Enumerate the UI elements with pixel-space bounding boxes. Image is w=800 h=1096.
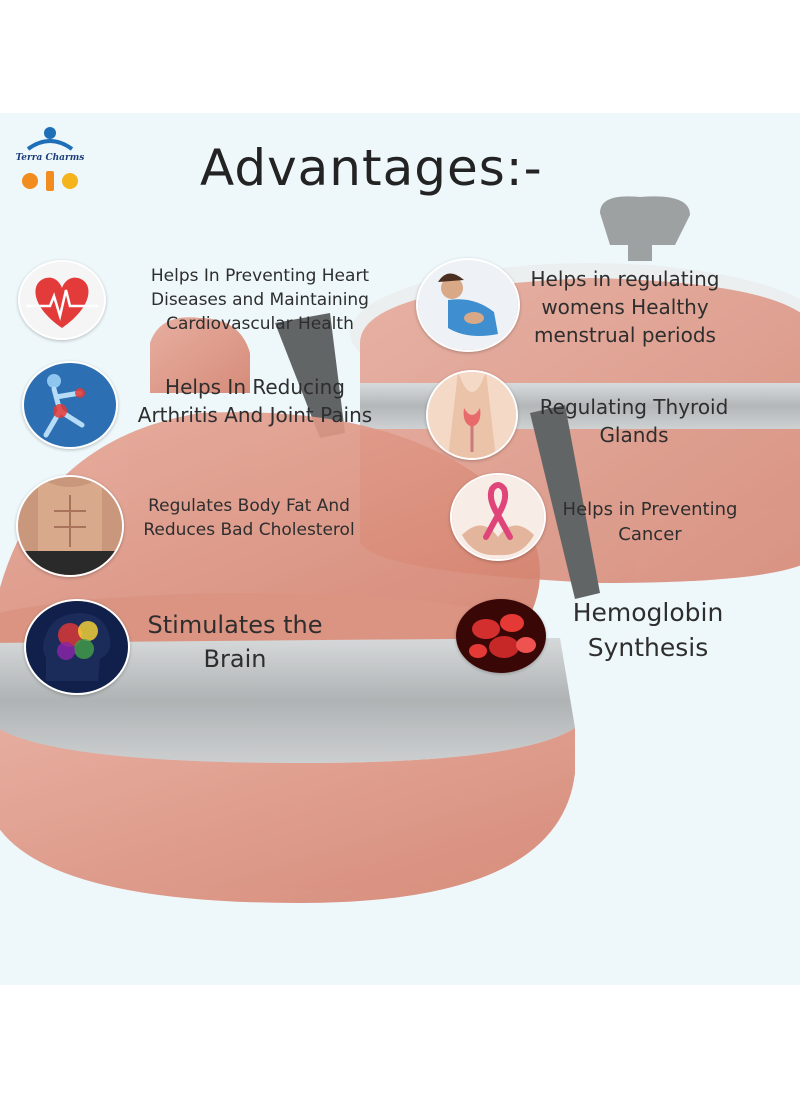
advantage-brain: Stimulates the Brain bbox=[140, 609, 330, 676]
brain-icon bbox=[24, 599, 130, 695]
advantage-hemoglobin: Hemoglobin Synthesis bbox=[558, 595, 738, 665]
advantage-thyroid-line1: Regulating Thyroid bbox=[539, 395, 729, 419]
advantage-cancer: Helps in Preventing Cancer bbox=[548, 497, 752, 547]
thyroid-icon bbox=[426, 370, 518, 460]
advantage-heart-line1: Helps In Preventing Heart bbox=[150, 266, 370, 286]
page-title: Advantages:- bbox=[200, 139, 543, 197]
clay-pots-background bbox=[0, 196, 800, 903]
advantage-heart-line3: Cardiovascular Health bbox=[166, 313, 354, 334]
advantage-heart: Helps In Preventing Heart Diseases and M… bbox=[120, 265, 400, 336]
cancer-ribbon-icon bbox=[450, 473, 546, 561]
abdomen-icon bbox=[16, 475, 124, 577]
advantage-heart-line2: Diseases and Maintaining bbox=[151, 289, 369, 310]
blood-cells-icon bbox=[456, 599, 546, 673]
logo-mark-icon bbox=[22, 127, 78, 191]
advantage-thyroid: Regulating Thyroid Glands bbox=[526, 393, 742, 449]
advantage-brain-line2: Brain bbox=[203, 644, 267, 673]
advantage-menstrual-line1: Helps in regulating bbox=[530, 267, 720, 291]
logo-text: Terra Charms bbox=[15, 153, 85, 163]
advantage-menstrual: Helps in regulating womens Healthy menst… bbox=[520, 265, 730, 349]
advantage-body-fat-line1: Regulates Body Fat And bbox=[148, 496, 350, 516]
advantage-joints: Helps In Reducing Arthritis And Joint Pa… bbox=[120, 373, 390, 429]
menstrual-pain-icon bbox=[416, 258, 520, 352]
advantage-thyroid-line2: Glands bbox=[599, 423, 669, 447]
advantage-menstrual-line3: menstrual periods bbox=[534, 323, 716, 347]
advantage-body-fat-line2: Reduces Bad Cholesterol bbox=[143, 519, 355, 540]
advantage-hemoglobin-line2: Synthesis bbox=[587, 633, 709, 662]
advantage-body-fat: Regulates Body Fat And Reduces Bad Chole… bbox=[124, 495, 374, 543]
heart-icon bbox=[18, 260, 106, 340]
advantage-menstrual-line2: womens Healthy bbox=[541, 295, 709, 319]
advantages-poster: Terra Charms Advantages:- Helps In Preve… bbox=[0, 113, 800, 985]
terra-charms-logo: Terra Charms bbox=[14, 125, 86, 197]
advantage-brain-line1: Stimulates the bbox=[147, 611, 323, 639]
advantage-joints-line1: Helps In Reducing bbox=[165, 375, 345, 399]
advantage-hemoglobin-line1: Hemoglobin bbox=[572, 598, 724, 627]
front-pot bbox=[0, 317, 575, 903]
joint-pain-icon bbox=[22, 361, 118, 449]
advantage-cancer-line1: Helps in Preventing bbox=[562, 499, 738, 520]
advantage-cancer-line2: Cancer bbox=[618, 524, 682, 546]
advantage-joints-line2: Arthritis And Joint Pains bbox=[137, 403, 373, 427]
